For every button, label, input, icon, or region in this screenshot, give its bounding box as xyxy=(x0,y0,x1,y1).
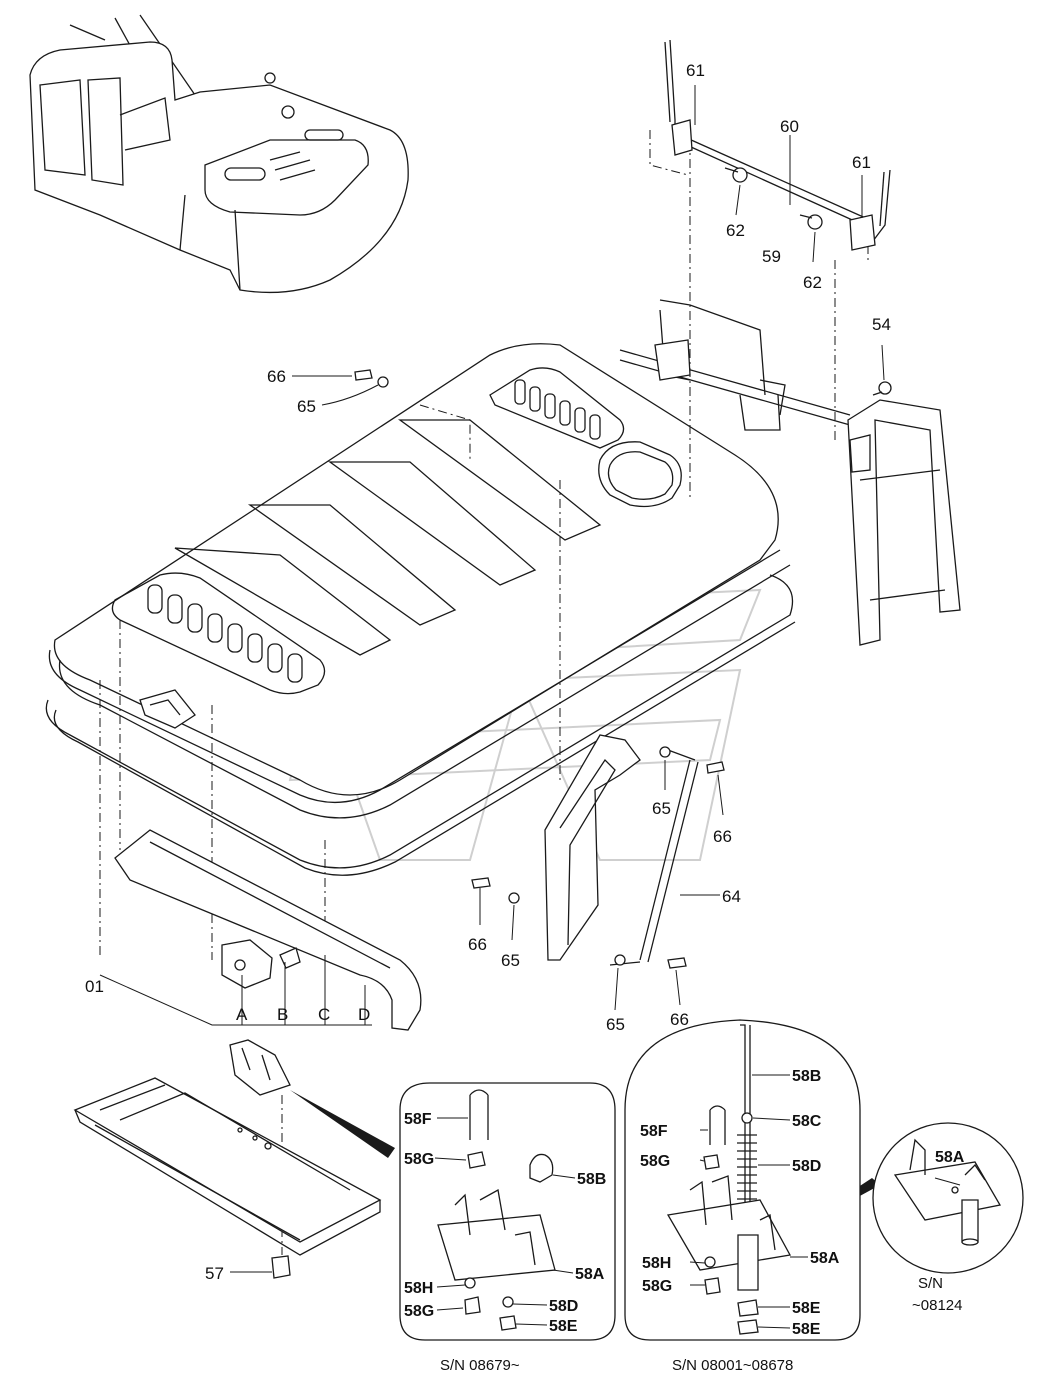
fasteners xyxy=(354,369,892,969)
detail-3-labels: 58A S/N ~08124 xyxy=(912,1149,965,1314)
part-label-01: 01 xyxy=(85,977,104,996)
part-label-58B: 58B xyxy=(792,1068,821,1085)
detail-2-labels: 58B 58F 58C 58G 58D 58A 58H 58G 58E 58E … xyxy=(640,1068,840,1374)
part-label-58A: 58A xyxy=(935,1149,965,1166)
part-label-64: 64 xyxy=(722,887,741,906)
rear-frame xyxy=(619,299,961,646)
detail-1-labels: 58F 58G 58B 58A 58H 58G 58D 58E S/N 0867… xyxy=(404,1111,606,1374)
part-label-58E: 58E xyxy=(792,1300,821,1317)
detail-3-caption-line2: ~08124 xyxy=(912,1297,962,1314)
part-label-65: 65 xyxy=(606,1015,625,1034)
part-label-66: 66 xyxy=(468,935,487,954)
part-label-65: 65 xyxy=(501,951,520,970)
part-label-57: 57 xyxy=(205,1264,224,1283)
part-label-61: 61 xyxy=(852,153,871,172)
part-label-58G: 58G xyxy=(642,1278,672,1295)
part-label-58D: 58D xyxy=(549,1298,578,1315)
detail-2-caption: S/N 08001~08678 xyxy=(672,1357,793,1374)
part-label-61: 61 xyxy=(686,61,705,80)
part-label-C: C xyxy=(318,1005,330,1024)
excavator-overview xyxy=(29,14,409,294)
part-label-58G: 58G xyxy=(640,1153,670,1170)
detail-3-caption-line1: S/N xyxy=(918,1275,943,1292)
part-label-B: B xyxy=(277,1005,288,1024)
part-label-58B: 58B xyxy=(577,1171,606,1188)
part-label-60: 60 xyxy=(780,117,799,136)
part-label-59: 59 xyxy=(762,247,781,266)
part-label-66: 66 xyxy=(713,827,732,846)
detail-1 xyxy=(399,1082,616,1341)
part-label-58G: 58G xyxy=(404,1151,434,1168)
part-label-A: A xyxy=(236,1005,248,1024)
latch-bracket xyxy=(221,939,301,989)
support-rod-assembly xyxy=(664,39,891,251)
engine-hood xyxy=(45,343,796,876)
detail-2 xyxy=(624,1019,861,1341)
part-label-54: 54 xyxy=(872,315,891,334)
detail-1-caption: S/N 08679~ xyxy=(440,1357,520,1374)
part-label-66: 66 xyxy=(670,1010,689,1029)
part-label-58H: 58H xyxy=(642,1255,671,1272)
stay-bar xyxy=(544,734,699,966)
part-label-66: 66 xyxy=(267,367,286,386)
part-label-62: 62 xyxy=(726,221,745,240)
part-label-58A: 58A xyxy=(575,1266,605,1283)
part-label-58F: 58F xyxy=(640,1123,668,1140)
part-label-58E: 58E xyxy=(549,1318,578,1335)
part-label-58F: 58F xyxy=(404,1111,432,1128)
part-label-62: 62 xyxy=(803,273,822,292)
part-label-58C: 58C xyxy=(792,1113,822,1130)
part-label-58A: 58A xyxy=(810,1250,840,1267)
detail-3 xyxy=(872,1122,1024,1274)
part-label-58H: 58H xyxy=(404,1280,433,1297)
part-label-58E: 58E xyxy=(792,1321,821,1338)
part-labels: 61 60 61 62 59 62 54 66 65 65 66 64 66 6… xyxy=(85,61,891,1283)
part-label-65: 65 xyxy=(652,799,671,818)
part-label-65: 65 xyxy=(297,397,316,416)
part-label-58G: 58G xyxy=(404,1303,434,1320)
part-label-D: D xyxy=(358,1005,370,1024)
foam-seal xyxy=(114,829,422,1031)
mounting-plate xyxy=(73,1039,382,1279)
leader-lines xyxy=(99,85,961,1329)
part-label-58D: 58D xyxy=(792,1158,821,1175)
